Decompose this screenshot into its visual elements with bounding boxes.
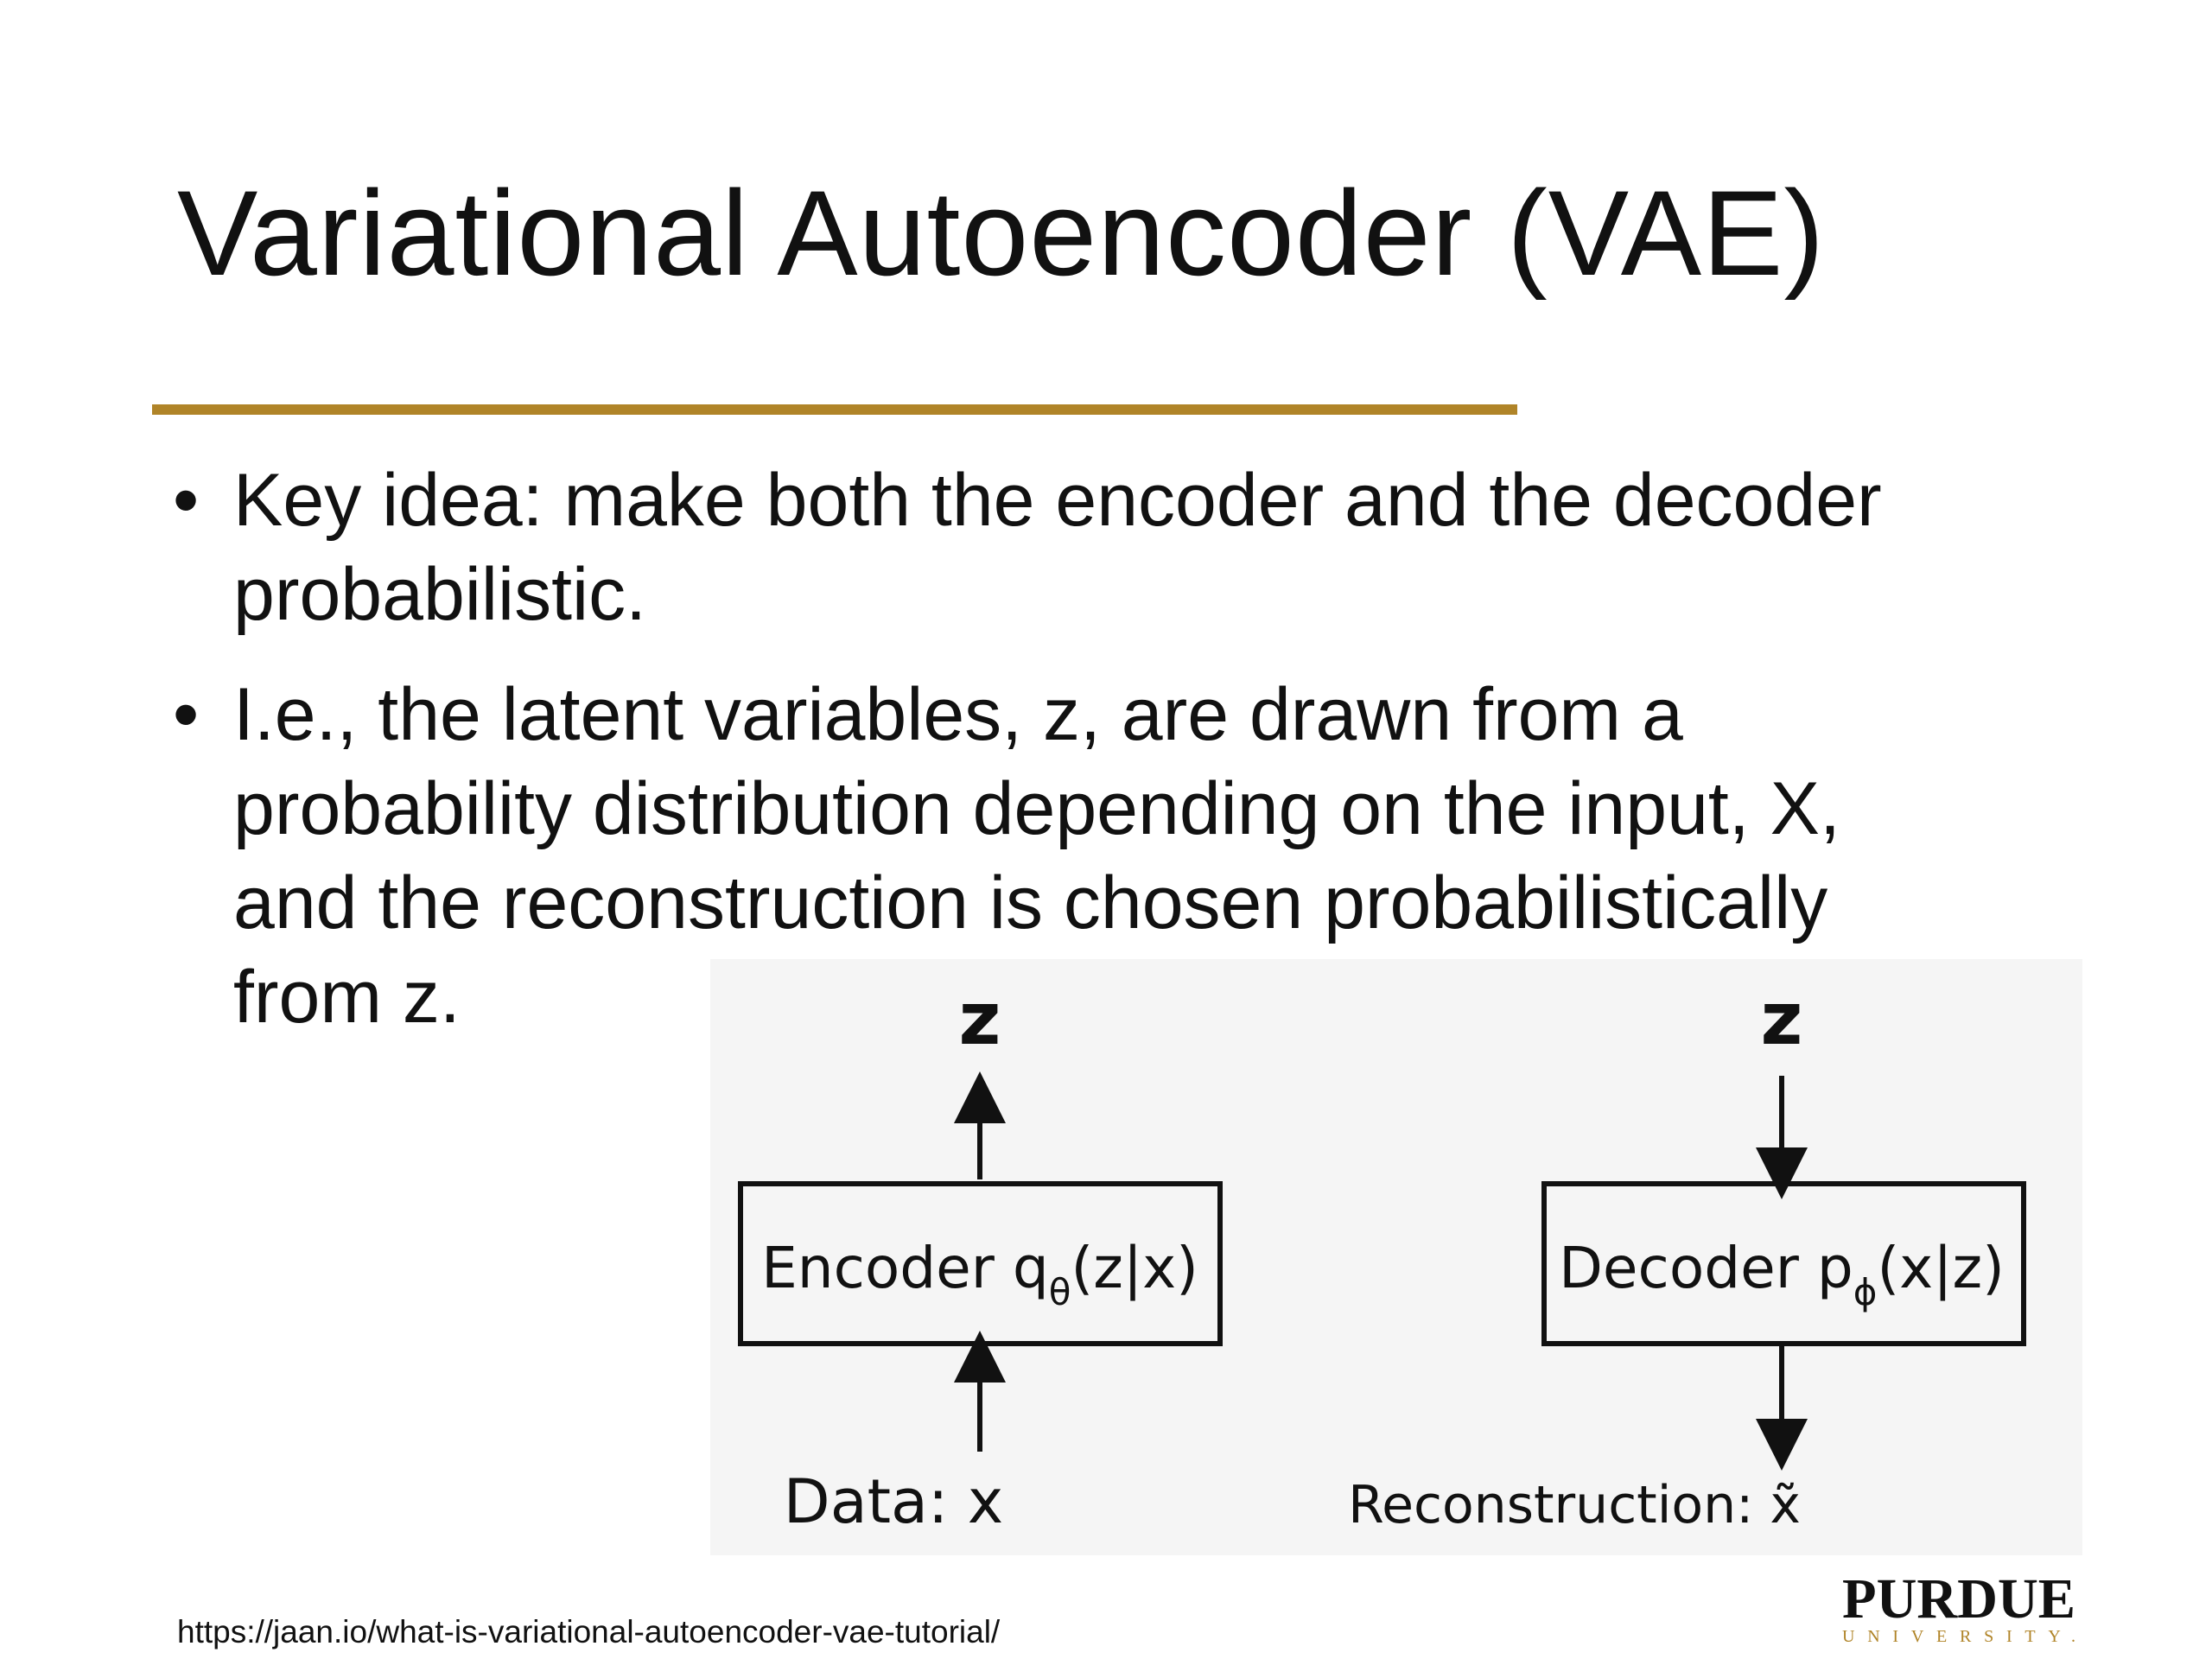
- decoder-output-label: Reconstruction: x̃: [1348, 1475, 1801, 1535]
- bullet-text: I.e., the latent variables, z, are drawn…: [233, 673, 1840, 1039]
- source-url: https://jaan.io/what-is-variational-auto…: [177, 1614, 1001, 1649]
- bullet-item: • I.e., the latent variables, z, are dra…: [173, 668, 1918, 1045]
- title-underline: [152, 404, 1517, 415]
- logo-name: PURDUE: [1842, 1567, 2075, 1630]
- encoder-box-label: Encoder qθ(z|x): [761, 1235, 1198, 1313]
- bullet-list: • Key idea: make both the encoder and th…: [173, 454, 2108, 1071]
- decoder-latent-label: z: [1761, 976, 1803, 1061]
- encoder-latent-label: z: [959, 976, 1001, 1061]
- encoder-input-label: Data: x: [784, 1466, 1003, 1537]
- vae-diagram: z Encoder qθ(z|x) Data: x z Decoder pϕ(x…: [710, 959, 2082, 1555]
- decoder-box: [1541, 1181, 2026, 1346]
- slide-title: Variational Autoencoder (VAE): [177, 165, 1826, 301]
- vae-diagram-svg: z Encoder qθ(z|x) Data: x z Decoder pϕ(x…: [738, 976, 2026, 1537]
- purdue-logo: PURDUE UNIVERSITY.: [1834, 1564, 2084, 1650]
- bullet-text: Key idea: make both the encoder and the …: [233, 459, 1882, 636]
- bullet-symbol: •: [173, 459, 200, 542]
- bullet-symbol: •: [173, 673, 200, 756]
- bullet-item: • Key idea: make both the encoder and th…: [173, 454, 2108, 642]
- decoder-box-label: Decoder pϕ(x|z): [1559, 1235, 2005, 1313]
